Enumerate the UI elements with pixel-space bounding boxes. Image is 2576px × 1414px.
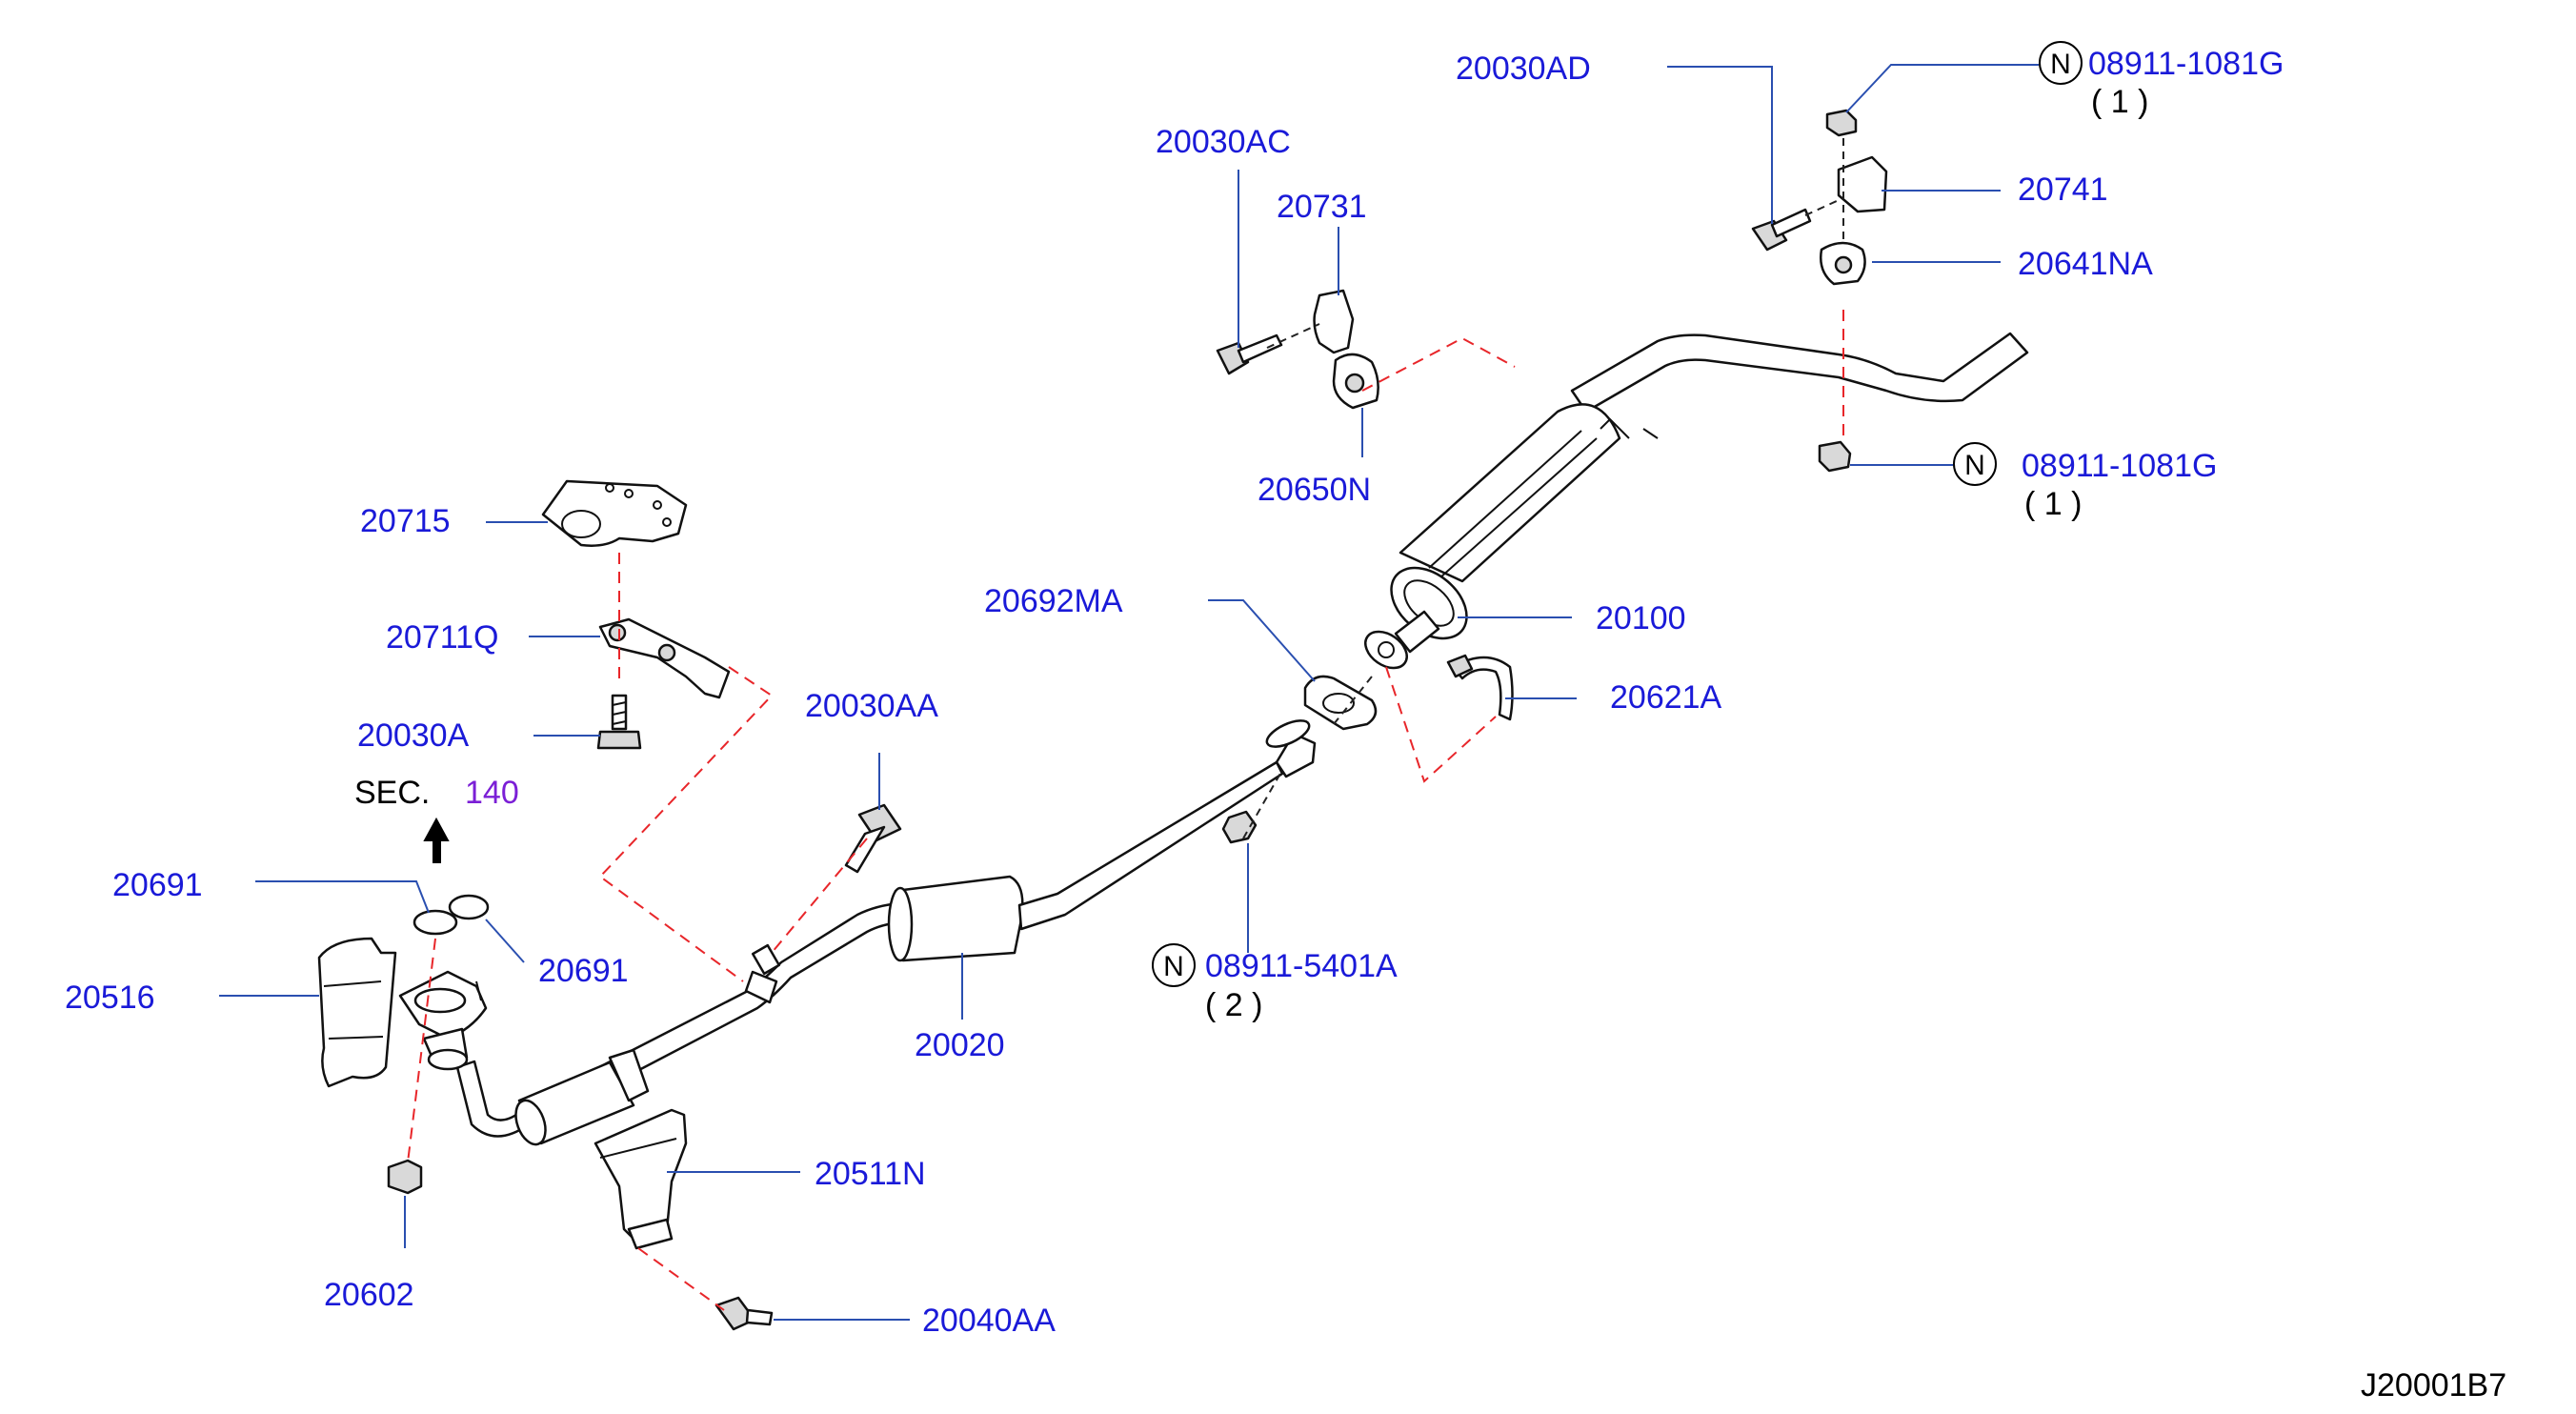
catalytic-converter <box>398 970 488 1071</box>
label-08911-1081G-top: 08911-1081G <box>2088 46 2284 82</box>
label-qty-2: ( 2 ) <box>1205 987 1262 1023</box>
center-muffler <box>887 719 1317 962</box>
label-20020: 20020 <box>915 1027 1005 1063</box>
mounting-20650N <box>1332 353 1379 410</box>
gaskets-20691 <box>413 894 490 936</box>
nut-20602 <box>387 1159 423 1195</box>
main-muffler <box>1364 403 1659 670</box>
label-qty-1-mid: ( 1 ) <box>2024 486 2082 522</box>
label-20731: 20731 <box>1277 189 1367 225</box>
tail-pipe <box>1570 332 2029 414</box>
diagram-code: J20001B7 <box>2361 1367 2506 1404</box>
label-20516: 20516 <box>65 980 155 1016</box>
bolt-20030AD <box>1751 208 1812 252</box>
label-20030AC: 20030AC <box>1156 124 1291 160</box>
section-arrow <box>423 817 450 863</box>
part-labels: 20030AD 08911-1081G ( 1 ) 20030AC 20741 … <box>65 46 2506 1404</box>
label-20621A: 20621A <box>1610 679 1722 716</box>
bracket-20731 <box>1313 289 1355 354</box>
gasket-20692MA <box>1303 675 1378 731</box>
n-circle-mid <box>1953 442 1997 486</box>
bracket-20711Q <box>598 617 731 699</box>
n-symbols: N N N <box>1152 41 2083 987</box>
bolt-20030AC <box>1216 333 1283 375</box>
label-sec: SEC. <box>354 775 430 811</box>
leader-lines <box>219 64 2039 1321</box>
nut-08911-1081G-mid <box>1818 440 1852 473</box>
heat-insulator-20511N <box>594 1108 688 1250</box>
label-20030AA: 20030AA <box>805 688 938 724</box>
bracket-20715 <box>541 479 688 547</box>
label-20030A: 20030A <box>357 717 470 754</box>
n-letter-bottom: N <box>1163 951 1184 982</box>
label-20641NA: 20641NA <box>2018 246 2153 282</box>
dashed-connectors <box>407 138 1844 1311</box>
label-20650N: 20650N <box>1258 472 1371 508</box>
label-20711Q: 20711Q <box>386 619 498 656</box>
label-20030AD: 20030AD <box>1456 50 1591 87</box>
label-20602: 20602 <box>324 1277 414 1313</box>
label-20040AA: 20040AA <box>922 1303 1056 1339</box>
front-pipe <box>455 901 902 1146</box>
label-20741: 20741 <box>2018 172 2108 208</box>
label-20511N: 20511N <box>815 1156 926 1192</box>
label-20100: 20100 <box>1596 600 1686 636</box>
label-20692MA: 20692MA <box>984 583 1123 619</box>
nut-08911-1081G-top <box>1825 109 1858 137</box>
nut-08911-5401A <box>1221 810 1258 844</box>
label-08911-1081G-mid: 08911-1081G <box>2022 448 2217 484</box>
label-sec-140[interactable]: 140 <box>465 775 519 811</box>
mounting-20641NA <box>1820 241 1866 286</box>
label-20715: 20715 <box>360 503 451 539</box>
mounting-20621A <box>1446 654 1514 721</box>
n-letter-top: N <box>2050 49 2071 80</box>
heat-insulator-20516 <box>317 937 397 1088</box>
bolt-20040AA <box>714 1296 774 1331</box>
bracket-20741 <box>1837 155 1888 213</box>
n-circle-bottom <box>1152 943 1196 987</box>
n-letter-mid: N <box>1964 450 1985 481</box>
bolt-20030A <box>596 694 642 750</box>
label-20691-right: 20691 <box>538 953 629 989</box>
label-20691-left: 20691 <box>112 867 203 903</box>
bolt-20030AA <box>844 803 902 874</box>
label-08911-5401A: 08911-5401A <box>1205 948 1398 984</box>
label-qty-1-top: ( 1 ) <box>2091 84 2148 120</box>
n-circle-top <box>2039 41 2083 85</box>
